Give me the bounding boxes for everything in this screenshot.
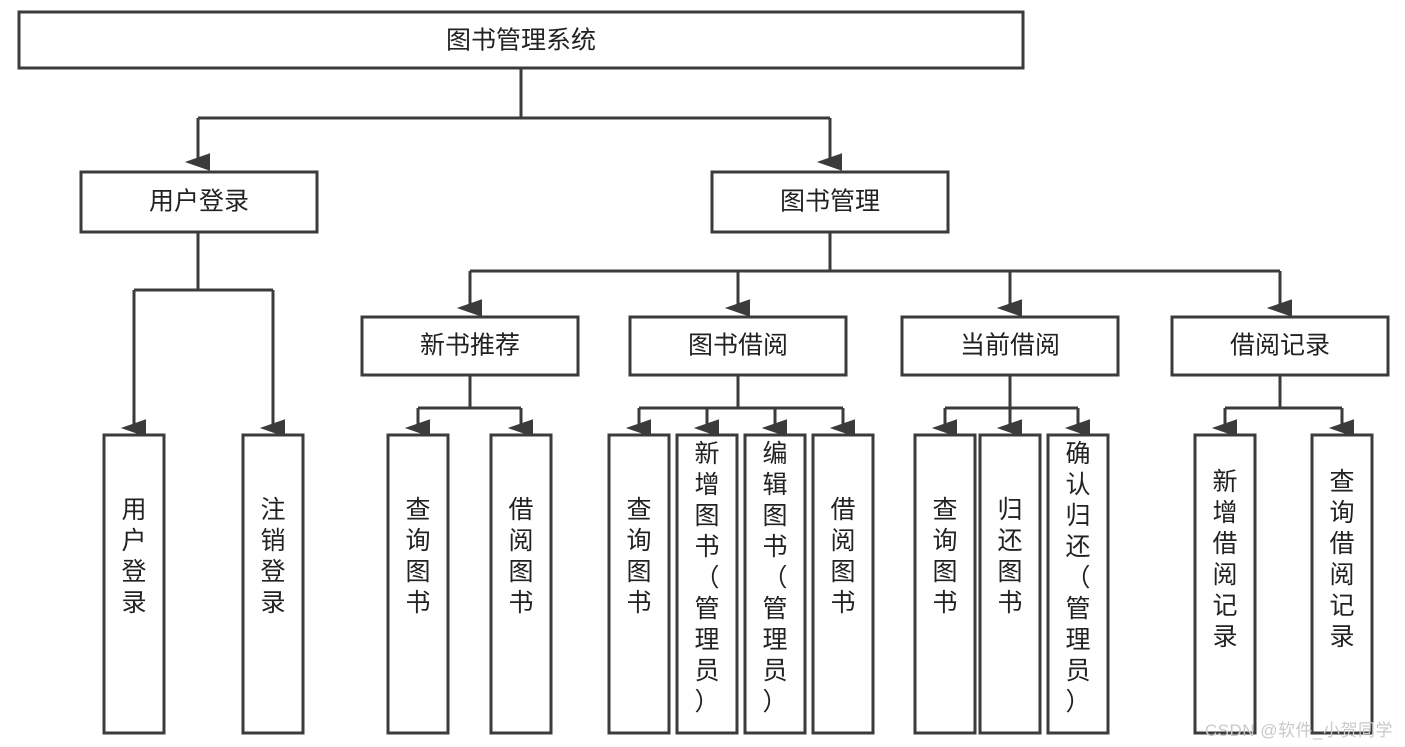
leaf-current-borrow-1-label: 查询图书 <box>932 496 957 617</box>
leaf-book-borrow-1[interactable]: 查询图书 <box>607 433 671 735</box>
node-current-borrow[interactable]: 当前借阅 <box>900 315 1120 377</box>
leaf-current-borrow-3-label: 确认归还（管理员） <box>1065 440 1090 716</box>
node-book-borrow-label: 图书借阅 <box>688 332 788 360</box>
leaf-current-borrow-1[interactable]: 查询图书 <box>913 433 977 735</box>
leaf-book-borrow-2-label: 新增图书（管理员） <box>694 440 719 716</box>
node-book-borrow-box[interactable] <box>628 315 848 377</box>
leaf-book-borrow-3-label: 编辑图书（管理员） <box>762 440 787 716</box>
node-new-book-recommend[interactable]: 新书推荐 <box>360 315 580 377</box>
edge-group-book-mgmt-to-level3 <box>456 232 1292 317</box>
node-borrow-record[interactable]: 借阅记录 <box>1170 315 1390 377</box>
leaf-user-login-1-label: 用户登录 <box>121 496 146 617</box>
leaf-current-borrow-1-box[interactable] <box>913 433 977 735</box>
leaf-new-book-2-label: 借阅图书 <box>508 496 533 617</box>
node-user-login-label: 用户登录 <box>149 188 249 216</box>
node-root[interactable]: 图书管理系统 <box>17 10 1025 70</box>
leaf-book-borrow-3-box[interactable] <box>743 433 807 735</box>
leaf-new-book-2-box[interactable] <box>489 433 553 735</box>
node-current-borrow-box[interactable] <box>900 315 1120 377</box>
edge-group-root-to-level2 <box>184 68 842 171</box>
leaf-book-borrow-2-box[interactable] <box>675 433 739 735</box>
leaf-borrow-record-1[interactable]: 新增借阅记录 <box>1193 433 1257 735</box>
edge-group-borrow-record-to-leaves <box>1211 375 1354 437</box>
leaf-user-login-1-box[interactable] <box>102 433 166 735</box>
node-borrow-record-label: 借阅记录 <box>1230 332 1330 360</box>
leaf-borrow-record-1-box[interactable] <box>1193 433 1257 735</box>
edge-group-book-borrow-to-leaves <box>625 375 855 437</box>
leaf-user-login-2[interactable]: 注销登录 <box>241 433 305 735</box>
node-user-login[interactable]: 用户登录 <box>79 170 319 234</box>
edge-group-user-login-to-leaves <box>120 232 285 437</box>
node-new-book-recommend-label: 新书推荐 <box>420 332 520 360</box>
leaf-book-borrow-4-box[interactable] <box>811 433 875 735</box>
node-user-login-box[interactable] <box>79 170 319 234</box>
leaf-user-login-2-label: 注销登录 <box>260 496 285 617</box>
leaf-book-borrow-3[interactable]: 编辑图书（管理员） <box>743 433 807 735</box>
node-new-book-recommend-box[interactable] <box>360 315 580 377</box>
leaf-book-borrow-2[interactable]: 新增图书（管理员） <box>675 433 739 735</box>
leaf-new-book-2[interactable]: 借阅图书 <box>489 433 553 735</box>
edge-group-current-borrow-to-leaves <box>931 375 1090 437</box>
leaf-current-borrow-2[interactable]: 归还图书 <box>978 433 1042 735</box>
leaf-current-borrow-2-label: 归还图书 <box>997 496 1022 617</box>
leaf-borrow-record-2-box[interactable] <box>1310 433 1374 735</box>
leaf-current-borrow-2-box[interactable] <box>978 433 1042 735</box>
leaf-current-borrow-3[interactable]: 确认归还（管理员） <box>1046 433 1110 735</box>
leaf-book-borrow-4[interactable]: 借阅图书 <box>811 433 875 735</box>
node-root-label: 图书管理系统 <box>446 27 596 55</box>
leaf-new-book-1[interactable]: 查询图书 <box>386 433 450 735</box>
node-book-borrow[interactable]: 图书借阅 <box>628 315 848 377</box>
node-borrow-record-box[interactable] <box>1170 315 1390 377</box>
edge-group-new-book-to-leaves <box>404 375 533 437</box>
node-book-management-label: 图书管理 <box>780 188 880 216</box>
leaf-borrow-record-2-label: 查询借阅记录 <box>1329 468 1354 651</box>
csdn-watermark: CSDN @软件_小贺同学 <box>1204 721 1393 740</box>
leaf-book-borrow-4-label: 借阅图书 <box>830 496 855 617</box>
leaf-new-book-1-box[interactable] <box>386 433 450 735</box>
node-root-box[interactable] <box>17 10 1025 70</box>
leaf-user-login-2-box[interactable] <box>241 433 305 735</box>
leaf-book-borrow-1-box[interactable] <box>607 433 671 735</box>
node-book-management[interactable]: 图书管理 <box>710 170 950 234</box>
leaf-current-borrow-3-box[interactable] <box>1046 433 1110 735</box>
leaf-borrow-record-1-label: 新增借阅记录 <box>1212 468 1237 651</box>
leaf-new-book-1-label: 查询图书 <box>405 496 430 617</box>
leaf-book-borrow-1-label: 查询图书 <box>626 496 651 617</box>
leaf-borrow-record-2[interactable]: 查询借阅记录 <box>1310 433 1374 735</box>
node-current-borrow-label: 当前借阅 <box>960 332 1060 360</box>
node-book-management-box[interactable] <box>710 170 950 234</box>
leaf-user-login-1[interactable]: 用户登录 <box>102 433 166 735</box>
